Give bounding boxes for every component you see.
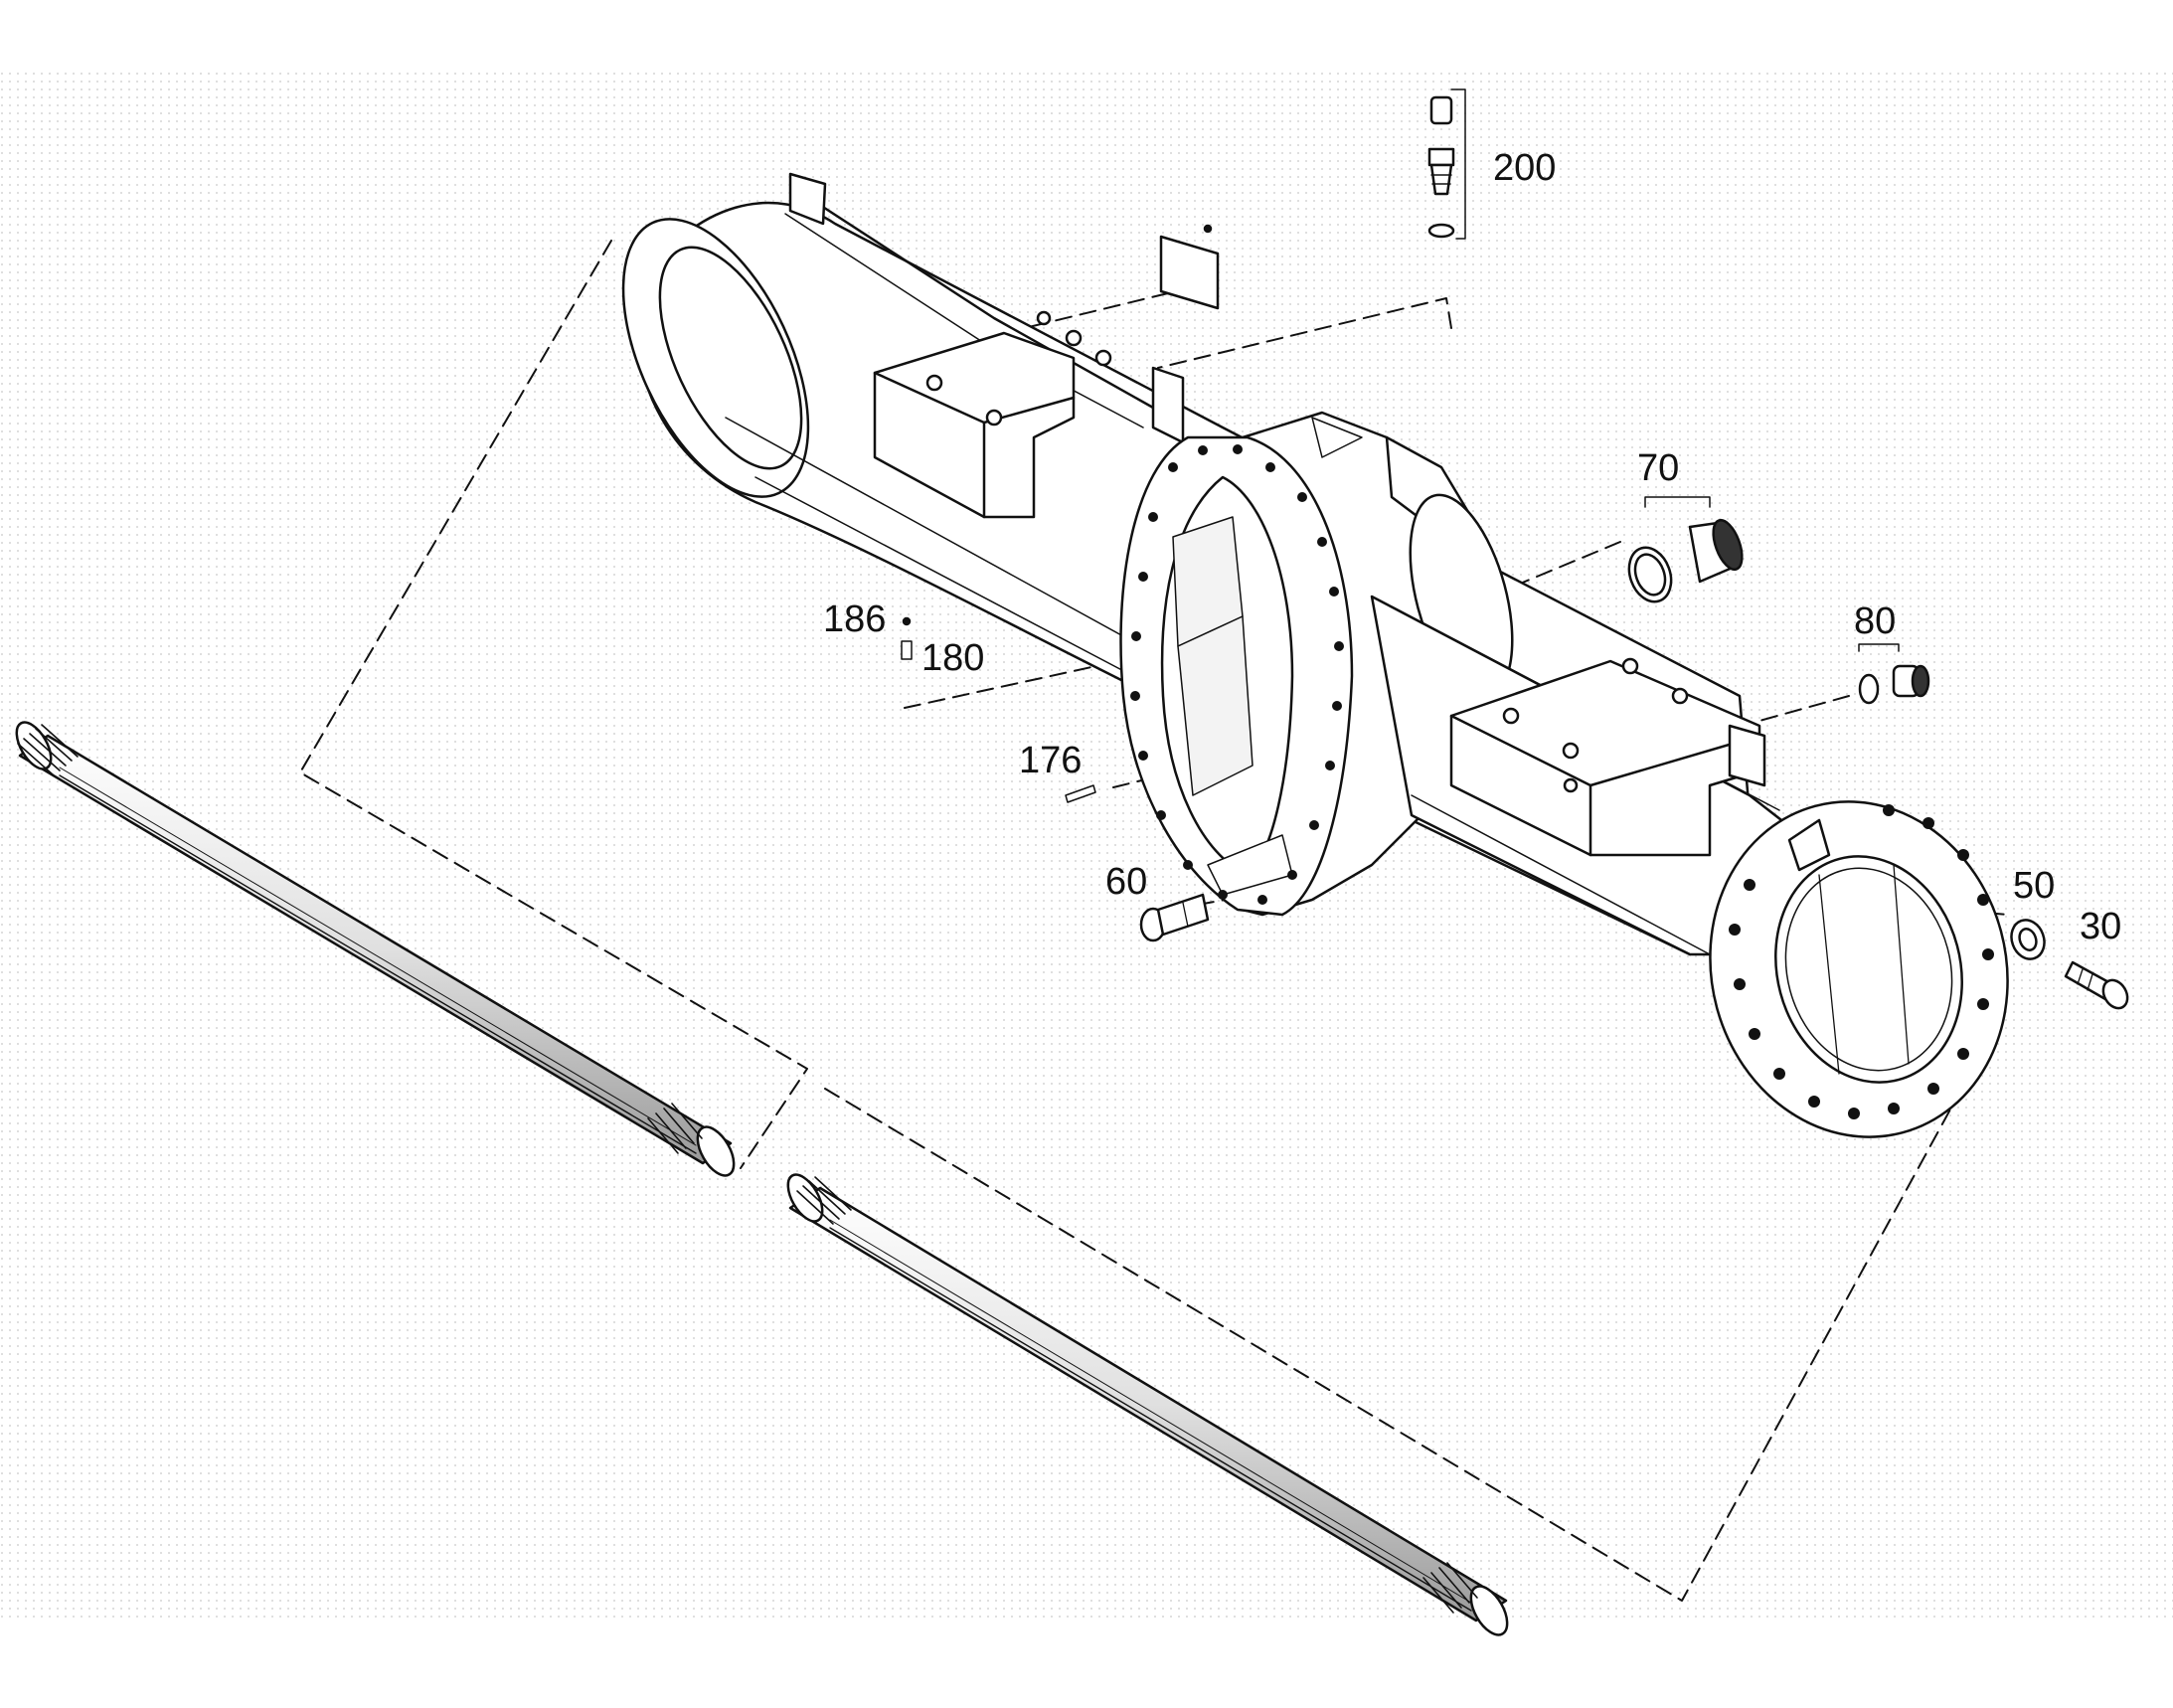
left-shaft-assembly-line — [299, 240, 808, 1169]
bolt-30-part — [2064, 960, 2129, 1010]
plug80-assembly-line — [1758, 695, 1850, 722]
plug-70-part — [1627, 496, 1744, 603]
right-axle-shaft — [786, 1173, 1509, 1636]
part-label-50: 50 — [2013, 865, 2055, 907]
axle-housing — [621, 172, 2009, 1138]
part-label-30: 30 — [2080, 906, 2121, 947]
part-label-180: 180 — [921, 637, 984, 679]
plug-80-part — [1858, 643, 1930, 705]
vent-assembly-line — [1157, 297, 1452, 369]
washer-50-part — [2010, 919, 2046, 960]
part-label-70: 70 — [1637, 447, 1679, 489]
part-label-80: 80 — [1854, 600, 1896, 642]
part-labels: 200 70 80 186 180 176 60 50 30 — [823, 147, 2121, 947]
cover-plate-part — [1159, 224, 1220, 310]
part-label-60: 60 — [1105, 861, 1147, 903]
left-axle-shaft — [15, 721, 736, 1177]
pin-180-part — [901, 616, 913, 660]
part-label-176: 176 — [1019, 740, 1082, 781]
vent-valve-part — [1427, 88, 1466, 240]
part-label-186: 186 — [823, 598, 886, 640]
end-flange-bolt-holes — [1729, 804, 1994, 1119]
screw-176-part — [1065, 784, 1096, 803]
center-flange-bolt-holes — [1130, 444, 1344, 905]
part-label-200: 200 — [1493, 147, 1556, 189]
bolt-60-part — [1139, 893, 1210, 942]
